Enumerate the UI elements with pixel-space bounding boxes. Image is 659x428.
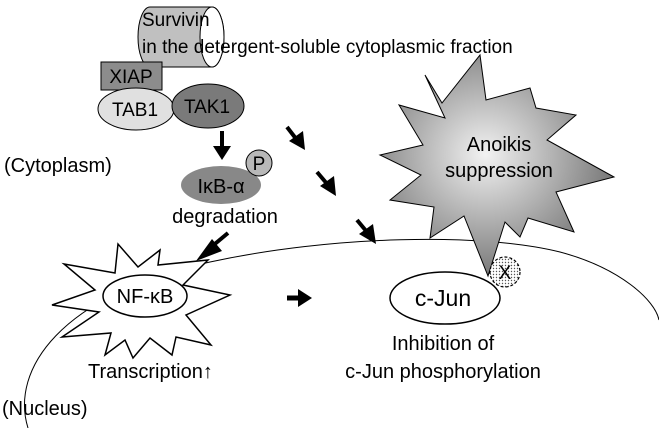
nucleus-membrane	[24, 238, 659, 428]
fraction-label: in the detergent-soluble cytoplasmic fra…	[142, 37, 513, 58]
phospho-label: P	[253, 154, 266, 175]
ikba-label: IκB-α	[197, 176, 244, 198]
anoikis-label-line1: Anoikis	[467, 134, 531, 156]
tab1-label: TAB1	[112, 100, 158, 121]
anoikis-label-line2: suppression	[445, 160, 553, 182]
transcription-label: Transcription↑	[88, 361, 213, 383]
xiap-label: XIAP	[109, 67, 152, 88]
arrow-degradation-to-nfkb	[196, 231, 230, 261]
arrow-nfkb-to-cjun	[287, 289, 312, 307]
tak1-label: TAK1	[184, 97, 230, 118]
inhibition-x-icon: X	[499, 263, 512, 284]
nucleus-label: (Nucleus)	[2, 398, 88, 420]
xiap-box	[100, 61, 163, 91]
degradation-label: degradation	[172, 206, 278, 228]
tak1-oval	[171, 83, 245, 129]
cytoplasm-label: (Cytoplasm)	[4, 155, 112, 177]
ikba-oval	[181, 166, 261, 204]
cjun-label: c-Jun	[415, 285, 471, 311]
arrow-tak1-to-ikba	[213, 131, 231, 160]
arrow-tak1-to-cjun-3	[355, 218, 376, 244]
cjun-oval	[389, 271, 501, 325]
nfkb-oval	[102, 274, 188, 318]
anoikis-starburst	[378, 53, 616, 278]
inhibition-circle	[489, 256, 521, 288]
arrow-tak1-to-cjun-2	[315, 170, 336, 196]
nfkb-label: NF-κB	[117, 286, 174, 308]
inhibition-label-line1: Inhibition of	[392, 333, 495, 355]
phospho-circle	[245, 149, 273, 177]
survivin-cylinder	[137, 6, 225, 68]
arrow-tak1-to-cjun-1	[285, 125, 305, 150]
inhibition-label-line2: c-Jun phosphorylation	[345, 361, 541, 383]
survivin-label: Survivin	[142, 10, 210, 31]
